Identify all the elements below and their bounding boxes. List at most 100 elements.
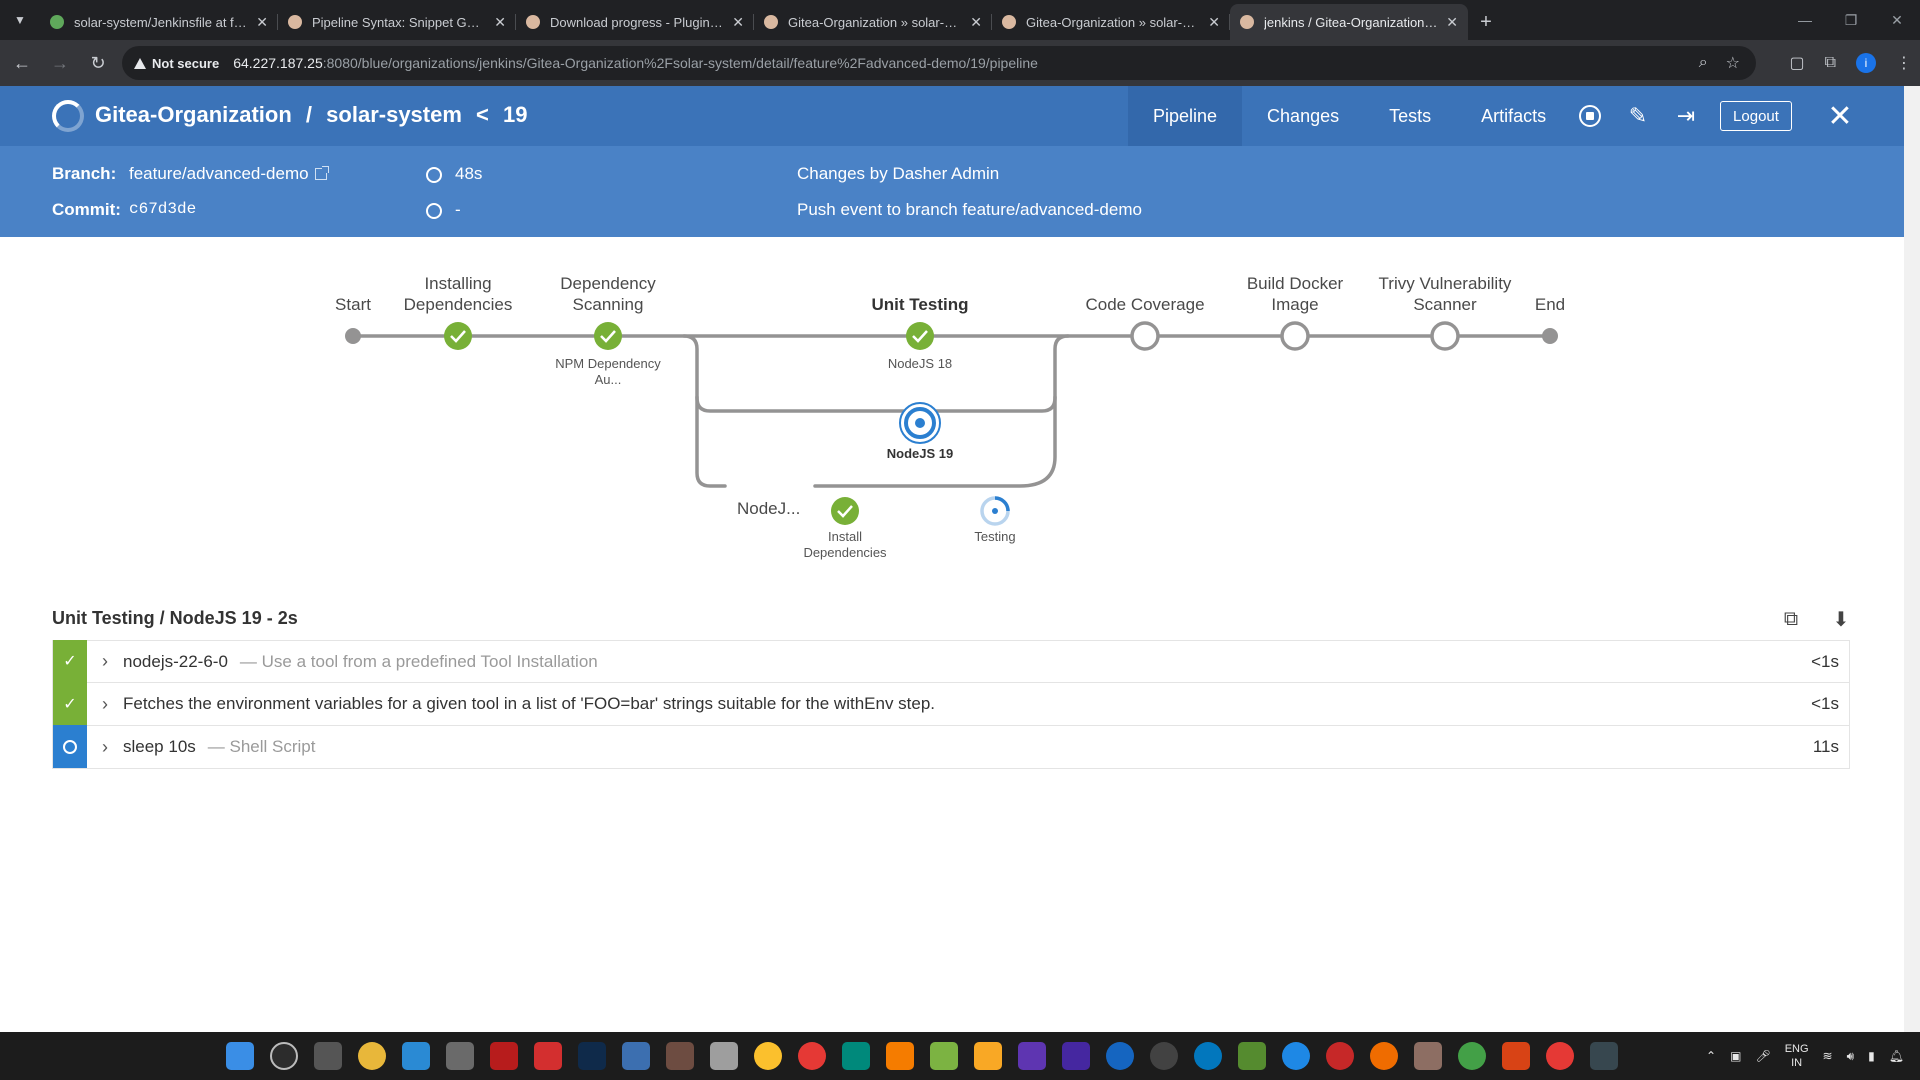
microphone-icon[interactable]: 🎤︎ — [1755, 1049, 1771, 1063]
app-icon[interactable] — [710, 1042, 738, 1070]
app-icon[interactable] — [1326, 1042, 1354, 1070]
input-language[interactable]: ENG IN — [1784, 1043, 1809, 1069]
node-build-docker-image[interactable] — [1280, 321, 1310, 351]
node-nodejs-19-selected[interactable] — [899, 402, 941, 444]
browser-tab[interactable]: Gitea-Organization » solar-syst ✕ — [754, 4, 992, 40]
browser-menu-icon[interactable]: ⋮ — [1896, 55, 1912, 72]
open-in-new-window-icon[interactable]: ⧉ — [1783, 607, 1799, 630]
app-icon[interactable] — [1106, 1042, 1134, 1070]
branch-label-nodej[interactable]: NodeJ... — [737, 499, 801, 518]
new-tab-icon[interactable]: + — [1480, 10, 1492, 33]
snipping-tool-icon[interactable] — [446, 1042, 474, 1070]
stage-label-trivy-scanner[interactable]: Trivy Vulnerability Scanner — [1378, 274, 1512, 314]
zoom-icon[interactable]: ⌕ — [1698, 54, 1708, 71]
node-npm-dependency-audit[interactable] — [594, 322, 622, 350]
tab-changes[interactable]: Changes — [1267, 105, 1340, 126]
minimize-icon[interactable]: — — [1798, 12, 1812, 28]
profile-avatar-icon[interactable]: i — [1856, 53, 1876, 73]
back-to-runs-icon[interactable]: < — [476, 102, 489, 127]
not-secure-indicator[interactable]: Not secure — [134, 56, 219, 71]
chevron-right-icon[interactable]: › — [102, 693, 108, 714]
step-row[interactable]: ✓ › Fetches the environment variables fo… — [52, 682, 1850, 726]
battery-icon[interactable]: ▮ — [1868, 1049, 1875, 1063]
app-icon[interactable] — [1238, 1042, 1266, 1070]
notification-bell-icon[interactable]: 🔔︎ — [1888, 1049, 1904, 1063]
node-testing-running[interactable] — [980, 496, 1010, 526]
reload-icon[interactable]: ↻ — [90, 52, 106, 73]
docker-icon[interactable] — [1282, 1042, 1310, 1070]
tab-close-icon[interactable]: ✕ — [1208, 13, 1220, 30]
tab-tests[interactable]: Tests — [1389, 105, 1432, 126]
node-label-npm-dependency-audit[interactable]: NPM Dependency Au... — [555, 356, 661, 387]
step-row[interactable]: ✓ › nodejs-22-6-0 — Use a tool from a pr… — [52, 639, 1850, 683]
close-icon[interactable]: ✕ — [1827, 99, 1853, 133]
chevron-right-icon[interactable]: › — [102, 736, 108, 757]
browser-tab-active[interactable]: jenkins / Gitea-Organization/so ✕ — [1230, 4, 1468, 40]
photoshop-icon[interactable] — [578, 1042, 606, 1070]
edit-pencil-icon[interactable]: ✎ — [1628, 103, 1648, 128]
app-icon[interactable] — [754, 1042, 782, 1070]
node-code-coverage[interactable] — [1130, 321, 1160, 351]
app-icon[interactable] — [930, 1042, 958, 1070]
chrome-icon[interactable] — [1458, 1042, 1486, 1070]
edge-icon[interactable] — [1194, 1042, 1222, 1070]
app-icon[interactable] — [1018, 1042, 1046, 1070]
restore-icon[interactable]: ❐ — [1844, 11, 1858, 28]
tab-close-icon[interactable]: ✕ — [1446, 13, 1458, 30]
stage-label-dependency-scanning[interactable]: Dependency Scanning — [560, 274, 656, 314]
node-install-dependencies-nested[interactable] — [831, 497, 859, 525]
browser-tab[interactable]: Gitea-Organization » solar-syst ✕ — [992, 4, 1230, 40]
terminal-icon[interactable] — [1590, 1042, 1618, 1070]
app-icon[interactable] — [798, 1042, 826, 1070]
tab-artifacts[interactable]: Artifacts — [1481, 105, 1547, 126]
tab-close-icon[interactable]: ✕ — [732, 13, 744, 30]
tab-close-icon[interactable]: ✕ — [970, 13, 982, 30]
browser-tab[interactable]: Pipeline Syntax: Snippet Genera ✕ — [278, 4, 516, 40]
node-label-nodejs-18[interactable]: NodeJS 18 — [887, 356, 953, 371]
chrome-icon[interactable] — [1546, 1042, 1574, 1070]
tab-pipeline[interactable]: Pipeline — [1128, 86, 1243, 146]
search-icon[interactable] — [270, 1042, 298, 1070]
page-scrollbar[interactable] — [1904, 86, 1920, 1032]
tray-chevron-up-icon[interactable]: ⌃ — [1706, 1049, 1717, 1063]
node-label-nodejs-19[interactable]: NodeJS 19 — [886, 446, 954, 461]
stage-label-code-coverage[interactable]: Code Coverage — [1085, 295, 1205, 314]
node-installing-dependencies[interactable] — [444, 322, 472, 350]
app-icon[interactable] — [1370, 1042, 1398, 1070]
tab-close-icon[interactable]: ✕ — [256, 13, 268, 30]
vlc-icon[interactable] — [886, 1042, 914, 1070]
app-icon[interactable] — [490, 1042, 518, 1070]
node-nodejs-18[interactable] — [906, 322, 934, 350]
back-arrow-icon[interactable]: ← — [13, 52, 31, 73]
chrome-icon[interactable] — [358, 1042, 386, 1070]
wifi-icon[interactable]: ≋ — [1822, 1049, 1833, 1063]
app-icon[interactable] — [666, 1042, 694, 1070]
bookmark-star-icon[interactable]: ☆ — [1725, 55, 1740, 72]
node-trivy-scanner[interactable] — [1430, 321, 1460, 351]
browser-tab[interactable]: Download progress - Plugins [Je ✕ — [516, 4, 754, 40]
app-icon[interactable] — [1414, 1042, 1442, 1070]
file-explorer-icon[interactable] — [974, 1042, 1002, 1070]
vscode-icon[interactable] — [402, 1042, 430, 1070]
cast-icon[interactable]: ▢ — [1789, 55, 1805, 72]
task-view-icon[interactable] — [314, 1042, 342, 1070]
github-icon[interactable] — [1150, 1042, 1178, 1070]
extensions-icon[interactable]: ⧉ — [1824, 54, 1836, 71]
node-label-install-dependencies[interactable]: Install Dependencies — [803, 529, 887, 560]
address-bar[interactable]: Not secure 64.227.187.25:8080/blue/organ… — [122, 46, 1756, 80]
app-icon[interactable] — [534, 1042, 562, 1070]
powerpoint-icon[interactable] — [1502, 1042, 1530, 1070]
browser-tab[interactable]: solar-system/Jenkinsfile at feat ✕ — [40, 4, 278, 40]
tray-app-icon[interactable]: ▣ — [1730, 1049, 1742, 1063]
chevron-right-icon[interactable]: › — [102, 651, 108, 671]
volume-icon[interactable]: 🔊︎ — [1846, 1048, 1855, 1063]
start-menu-icon[interactable] — [226, 1042, 254, 1070]
download-log-icon[interactable]: ⬇ — [1832, 608, 1850, 631]
forward-arrow-icon[interactable]: → — [51, 52, 69, 73]
window-close-icon[interactable]: ✕ — [1891, 11, 1903, 28]
stage-label-unit-testing[interactable]: Unit Testing — [871, 295, 969, 314]
logout-button[interactable]: Logout — [1720, 101, 1792, 131]
app-icon[interactable] — [842, 1042, 870, 1070]
stage-label-installing-dependencies[interactable]: Installing Dependencies — [403, 274, 513, 314]
app-icon[interactable] — [622, 1042, 650, 1070]
